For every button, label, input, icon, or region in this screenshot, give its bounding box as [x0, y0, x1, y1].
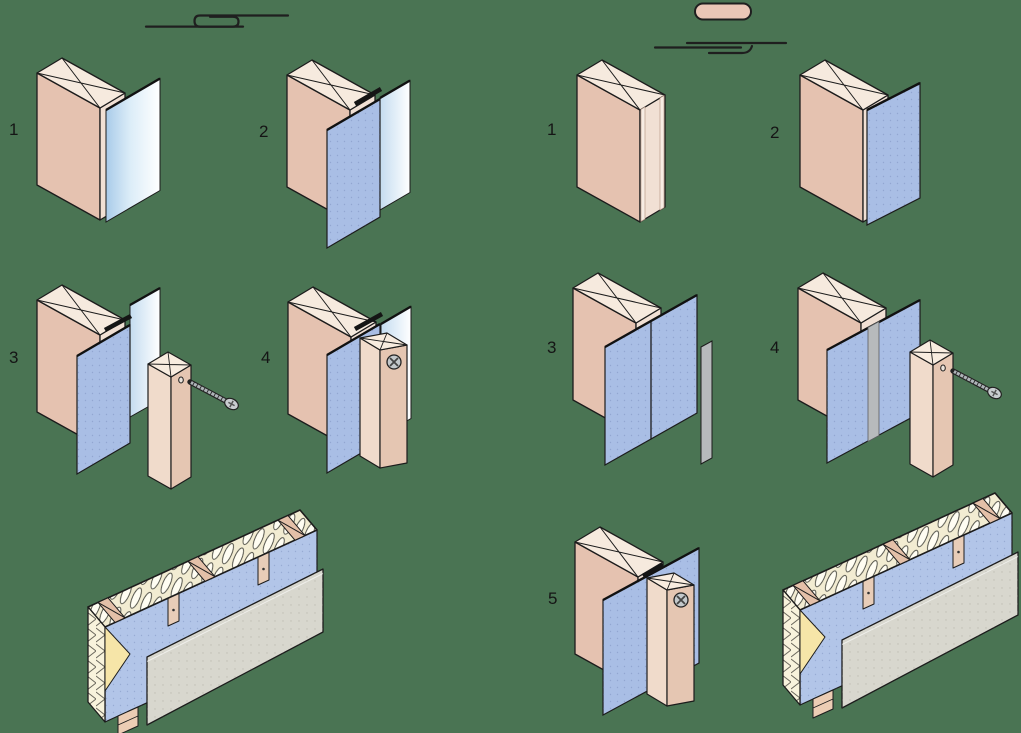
- tape-step-3-diagram: [572, 272, 713, 467]
- batten-top-x-marks: [646, 572, 695, 591]
- step-number: 4: [770, 338, 780, 357]
- membrane-top-edge: [105, 77, 161, 112]
- tape-step-4-diagram: [797, 272, 1003, 478]
- sealing-tape-applied: [867, 320, 880, 443]
- batten-fixed: [646, 572, 695, 707]
- seam-overlap-strip: [353, 87, 383, 106]
- seam-overlap-strip: [353, 312, 384, 331]
- batten-top-x-marks: [359, 332, 408, 351]
- step-number: 1: [547, 120, 557, 139]
- step-number: 3: [547, 338, 557, 357]
- batten-over-joint-profile-icon: [653, 2, 788, 55]
- step-number: 3: [9, 348, 19, 367]
- batten-profile: [694, 2, 752, 21]
- stud-edge-laminations: [640, 94, 665, 223]
- overlap-seam-profile-icon: [144, 14, 290, 28]
- batten-front-face: [359, 337, 381, 469]
- seam-overlap-strip: [103, 314, 133, 332]
- step-number: 1: [9, 120, 19, 139]
- joint-hook-line: [707, 44, 754, 55]
- overlap-step-3-diagram: [36, 284, 240, 490]
- overlap-step-1-diagram: [36, 57, 161, 223]
- wall-section-tape-method: [782, 492, 1019, 719]
- overlap-fold-line: [193, 14, 290, 28]
- membrane-sheet-translucent: [379, 79, 411, 211]
- step-number: 4: [261, 348, 271, 367]
- tape-step-1-diagram: [576, 59, 666, 223]
- batten-front-face: [646, 577, 668, 707]
- step-number: 2: [770, 123, 780, 142]
- overlap-step-4-diagram: [287, 286, 412, 475]
- batten-fixed: [359, 332, 408, 469]
- tape-step-5-diagram: [574, 526, 700, 717]
- step-number: 5: [548, 589, 558, 608]
- tape-step-2-diagram: [799, 59, 921, 226]
- sealing-tape-strip: [700, 340, 713, 465]
- wall-section-overlap-method: [87, 509, 324, 733]
- seam-strip: [641, 563, 665, 578]
- overlap-step-2-diagram: [286, 59, 411, 250]
- step-number: 2: [259, 122, 269, 141]
